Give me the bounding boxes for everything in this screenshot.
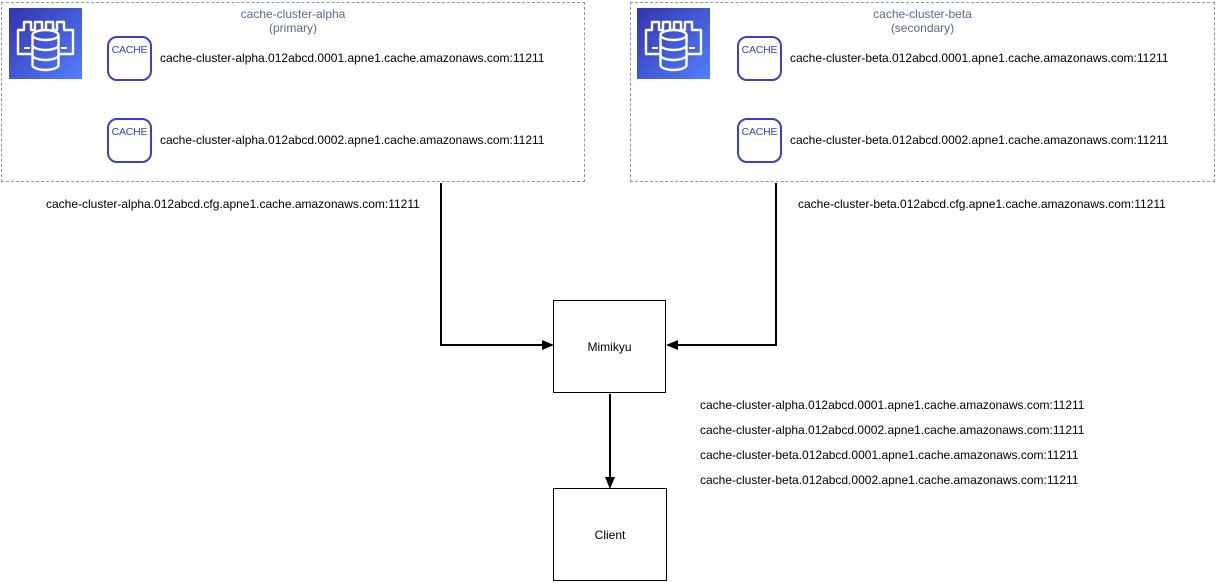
cache-node-icon: CACHE (107, 36, 152, 81)
alpha-config-endpoint-label: cache-cluster-alpha.012abcd.cfg.apne1.ca… (46, 197, 420, 211)
elasticache-icon (9, 8, 82, 79)
proxy-label: Mimikyu (587, 339, 632, 354)
node-endpoint-text: cache-cluster-beta.012abcd.0001.apne1.ca… (790, 51, 1169, 65)
proxy-endpoint-item: cache-cluster-alpha.012abcd.0002.apne1.c… (700, 423, 1085, 437)
beta-config-endpoint-label: cache-cluster-beta.012abcd.cfg.apne1.cac… (798, 197, 1166, 211)
proxy-endpoint-item: cache-cluster-beta.012abcd.0001.apne1.ca… (700, 448, 1079, 462)
cache-node-icon: CACHE (107, 118, 152, 163)
elasticache-icon (637, 8, 710, 79)
alpha-to-proxy-arrow (440, 183, 554, 350)
node-endpoint-text: cache-cluster-alpha.012abcd.0002.apne1.c… (160, 133, 545, 147)
proxy-endpoint-list: cache-cluster-alpha.012abcd.0001.apne1.c… (700, 393, 1084, 493)
client-label: Client (594, 527, 626, 542)
cluster-beta-group: cache-cluster-beta (secondary) CACHE cac… (630, 2, 1215, 182)
cluster-alpha-group: cache-cluster-alpha (primary) CACHE cach… (1, 2, 585, 182)
cache-node-icon: CACHE (737, 118, 782, 163)
cache-node-badge: CACHE (741, 44, 778, 56)
cache-node-badge: CACHE (111, 126, 148, 138)
proxy-endpoint-item: cache-cluster-beta.012abcd.0002.apne1.ca… (700, 473, 1079, 487)
cache-node-badge: CACHE (741, 126, 778, 138)
cache-node-icon: CACHE (737, 36, 782, 81)
cluster-alpha-title: cache-cluster-alpha (primary) (2, 7, 584, 35)
cluster-alpha-title-role: (primary) (269, 21, 317, 35)
cluster-beta-title-role: (secondary) (890, 21, 955, 35)
cache-node-badge: CACHE (111, 44, 148, 56)
proxy-box: Mimikyu (553, 300, 666, 393)
cluster-alpha-title-name: cache-cluster-alpha (240, 7, 346, 21)
node-endpoint-text: cache-cluster-beta.012abcd.0002.apne1.ca… (790, 133, 1169, 147)
cluster-beta-title-name: cache-cluster-beta (873, 7, 972, 21)
proxy-endpoint-item: cache-cluster-alpha.012abcd.0001.apne1.c… (700, 398, 1085, 412)
node-endpoint-text: cache-cluster-alpha.012abcd.0001.apne1.c… (160, 51, 545, 65)
cluster-beta-title: cache-cluster-beta (secondary) (631, 7, 1214, 35)
client-box: Client (553, 488, 667, 581)
beta-to-proxy-arrow (666, 183, 777, 350)
